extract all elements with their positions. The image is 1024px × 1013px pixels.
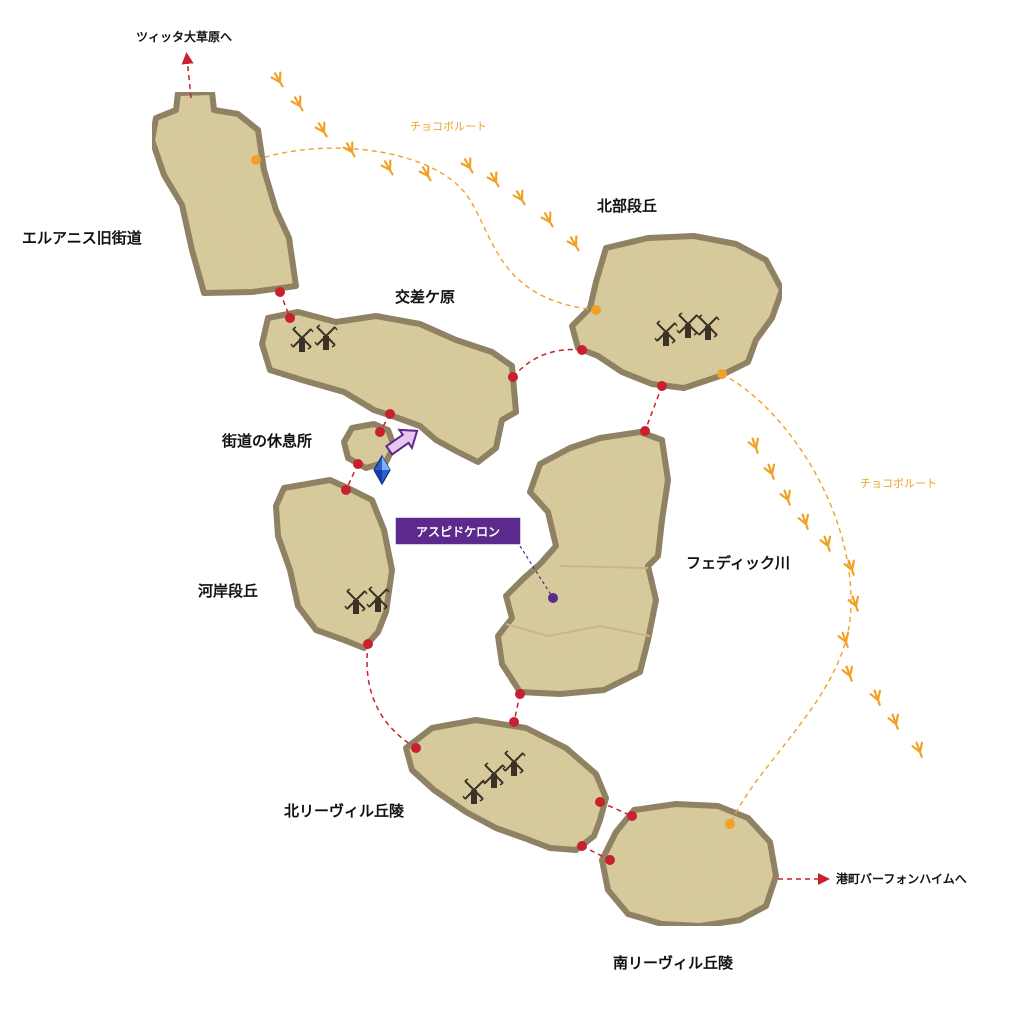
chocobo-route-east xyxy=(721,373,852,825)
label-kousa: 交差ケ原 xyxy=(395,288,455,306)
zone-transition-point[interactable] xyxy=(275,287,285,297)
zone-transition-point[interactable] xyxy=(605,855,615,865)
chocobo-route-point[interactable] xyxy=(725,819,735,829)
land-kagan xyxy=(273,477,395,651)
label-south-rivil: 南リーヴィル丘陵 xyxy=(613,954,734,972)
zone-transition-point[interactable] xyxy=(285,313,295,323)
chocobo-footprint-icon xyxy=(539,209,558,230)
footprints-north xyxy=(269,69,584,254)
chocobo-footprint-icon xyxy=(313,119,332,140)
land-masses xyxy=(149,89,785,929)
zone-transition-point[interactable] xyxy=(363,639,373,649)
zone-transition-point[interactable] xyxy=(515,689,525,699)
zone-transition-point[interactable] xyxy=(353,459,363,469)
chocobo-footprint-icon xyxy=(840,663,858,684)
chocobo-footprint-icon xyxy=(910,739,928,760)
callout-box xyxy=(394,516,522,546)
conn-hokubu-fedic xyxy=(644,385,663,432)
callout-leader-line xyxy=(519,545,554,599)
fedic-channel-lower xyxy=(505,623,651,638)
route-labels: チョコボルート チョコボルート xyxy=(410,120,937,490)
chocobo-footprint-icon xyxy=(511,187,530,208)
land-elanis xyxy=(149,89,299,296)
connection-points xyxy=(275,287,667,865)
callout-point[interactable] xyxy=(548,593,558,603)
conn-north-exit xyxy=(181,52,194,99)
area-labels: エルアニス旧街道 交差ケ原 北部段丘 街道の休息所 河岸段丘 フェディック川 北… xyxy=(22,197,790,972)
label-kaidou: 街道の休息所 xyxy=(221,432,312,450)
chocobo-route-point[interactable] xyxy=(717,369,727,379)
chocobo-route-north xyxy=(255,147,597,311)
zone-transition-point[interactable] xyxy=(657,381,667,391)
label-north-rivil: 北リーヴィル丘陵 xyxy=(284,802,405,820)
chocobo-footprint-icon xyxy=(842,557,860,578)
zone-transition-point[interactable] xyxy=(577,345,587,355)
chocobo-footprint-icon xyxy=(289,93,308,114)
label-hokubu: 北部段丘 xyxy=(597,197,657,215)
land-fedic xyxy=(495,429,671,697)
chocobo-footprint-icon xyxy=(379,157,398,178)
chocobo-footprint-icon xyxy=(778,487,796,508)
chocobo-footprint-icon xyxy=(341,139,360,160)
exit-label-east[interactable]: 港町バーフォンハイムへ xyxy=(836,871,967,886)
chocobo-footprint-icon xyxy=(269,69,288,90)
exit-label-north[interactable]: ツィッタ大草原へ xyxy=(136,29,232,44)
chocobo-footprint-icon xyxy=(459,155,478,176)
chocobo-points xyxy=(251,155,735,829)
chocobo-footprint-icon xyxy=(762,461,780,482)
current-location-arrow-icon xyxy=(384,428,419,456)
callout-label: アスピドケロン xyxy=(416,525,500,539)
chocobo-footprint-icon xyxy=(886,711,904,732)
conn-rivil-upper xyxy=(599,801,633,817)
exit-labels: ツィッタ大草原へ 港町バーフォンハイムへ xyxy=(136,29,967,886)
land-hokubu xyxy=(569,233,785,391)
zone-transition-point[interactable] xyxy=(341,485,351,495)
chocobo-footprint-icon xyxy=(796,511,814,532)
fedic-channel-upper xyxy=(559,565,649,569)
chocobo-footprint-icon xyxy=(836,629,854,650)
zone-transition-point[interactable] xyxy=(577,841,587,851)
chocobo-footprint-icon xyxy=(868,687,886,708)
zone-transition-point[interactable] xyxy=(508,372,518,382)
zone-transition-point[interactable] xyxy=(627,811,637,821)
land-south-rivil xyxy=(599,801,779,929)
chocobo-footprint-icon xyxy=(746,435,764,456)
zone-transition-point[interactable] xyxy=(595,797,605,807)
zone-transition-point[interactable] xyxy=(385,409,395,419)
label-elanis: エルアニス旧街道 xyxy=(22,229,142,247)
land-north-rivil xyxy=(403,717,609,853)
label-kagan: 河岸段丘 xyxy=(198,582,258,600)
aspidochelone-callout: アスピドケロン xyxy=(394,516,558,603)
conn-kousa-hokubu xyxy=(512,348,583,378)
route-label-east: チョコボルート xyxy=(860,477,937,490)
zone-transition-point[interactable] xyxy=(375,427,385,437)
route-label-north: チョコボルート xyxy=(410,120,487,133)
zone-transition-point[interactable] xyxy=(411,743,421,753)
chocobo-footprint-icon xyxy=(818,533,836,554)
chocobo-routes xyxy=(255,147,852,825)
conn-kagan-north-rivil xyxy=(366,643,417,749)
label-fedic: フェディック川 xyxy=(686,554,790,572)
chocobo-route-point[interactable] xyxy=(251,155,261,165)
zone-transition-point[interactable] xyxy=(640,426,650,436)
zone-transition-point[interactable] xyxy=(509,717,519,727)
chocobo-footprint-icon xyxy=(485,169,504,190)
save-crystal-icon[interactable] xyxy=(373,454,391,486)
chocobo-footprint-icon xyxy=(565,233,584,254)
chocobo-route-point[interactable] xyxy=(591,305,601,315)
